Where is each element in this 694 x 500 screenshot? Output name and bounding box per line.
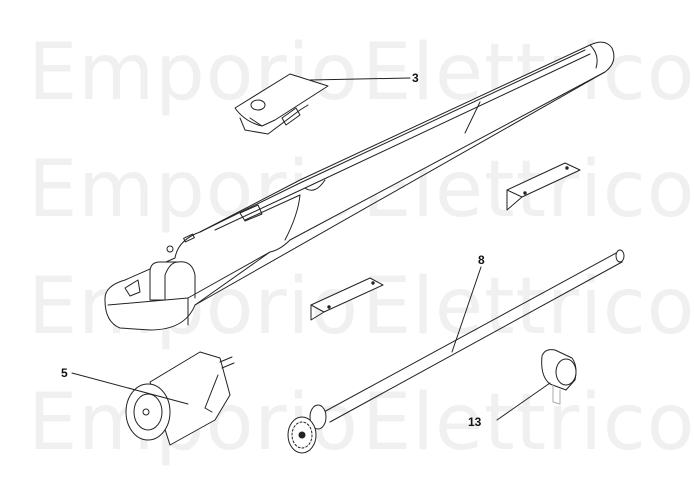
part-3-cover-cap xyxy=(234,73,411,135)
callout-label-8: 8 xyxy=(478,253,485,267)
part-13-release-lock xyxy=(496,349,577,421)
watermark-text: Elettrico xyxy=(362,378,694,468)
bracket-right xyxy=(506,162,581,211)
part-5-motor xyxy=(71,351,235,446)
watermark-text: Emporio xyxy=(28,28,359,118)
operator-body xyxy=(104,41,615,331)
callout-label-13: 13 xyxy=(468,415,482,429)
callout-label-3: 3 xyxy=(412,71,419,85)
part-8-worm-screw xyxy=(287,249,625,454)
watermark-text: Elettrico xyxy=(362,262,694,352)
callout-label-5: 5 xyxy=(61,366,68,380)
bracket-center xyxy=(310,277,384,321)
